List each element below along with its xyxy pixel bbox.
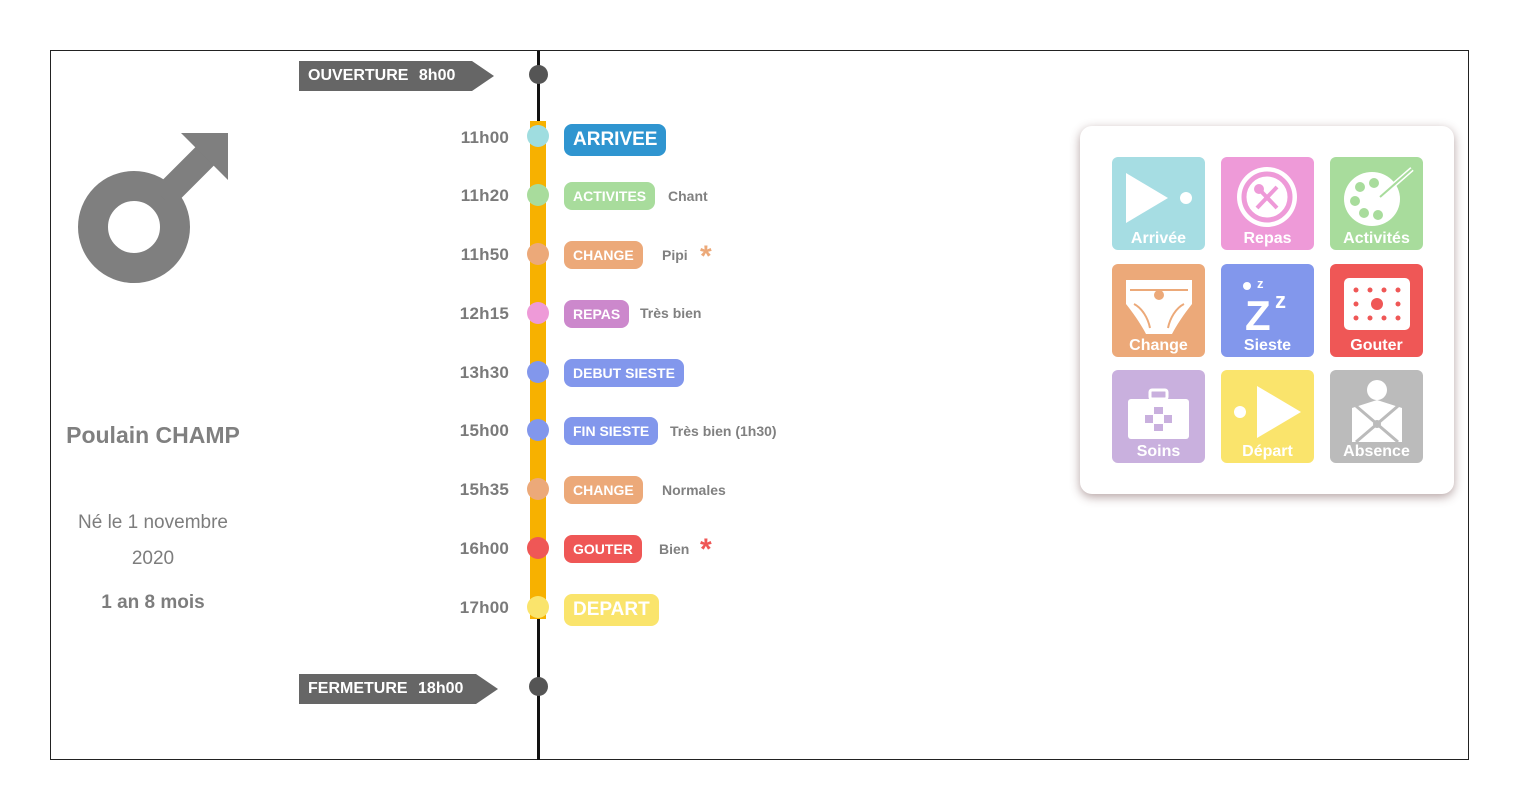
palette-tile-soins[interactable]: Soins (1112, 370, 1205, 463)
event-tag: FIN SIESTE (564, 417, 659, 445)
birth-date-line-1: Né le 1 novembre (78, 512, 228, 533)
tile-label: Soins (1136, 443, 1181, 460)
event-dot (527, 243, 549, 265)
event-dot (527, 361, 549, 383)
flag-asterisk-icon: * (700, 240, 712, 273)
event-tag: DEBUT SIESTE (564, 359, 684, 387)
departure-play-icon (1234, 386, 1301, 438)
event-note: Normales (662, 482, 726, 498)
closing-label: FERMETURE (308, 680, 408, 697)
tile-label: Départ (1242, 443, 1293, 460)
palette-tile-repas[interactable]: Repas (1221, 157, 1314, 250)
tile-label: Activités (1343, 230, 1410, 247)
event-dot (527, 125, 549, 147)
closing-marker: FERMETURE 18h00 (299, 674, 498, 704)
event-dot (527, 419, 549, 441)
tile-label: Arrivée (1130, 230, 1187, 247)
palette-tile-arrivee[interactable]: Arrivée (1112, 157, 1205, 250)
palette-tile-gouter[interactable]: Gouter (1330, 264, 1423, 357)
svg-text:z: z (1257, 276, 1264, 291)
event-time: 11h00 (460, 128, 509, 147)
palette-tile-depart[interactable]: Départ (1221, 370, 1314, 463)
sleep-zzz-icon: z Z z (1243, 276, 1286, 339)
tile-label: Absence (1343, 443, 1410, 460)
event-dot (527, 596, 549, 618)
birth-date-line-2: 2020 (131, 548, 175, 569)
event-tag: REPAS (564, 300, 630, 328)
event-time: 12h15 (459, 304, 509, 323)
tile-label: Sieste (1243, 337, 1292, 354)
first-aid-kit-icon (1128, 388, 1189, 439)
opening-time: 8h00 (418, 67, 456, 84)
event-note: Très bien (1h30) (670, 423, 777, 439)
child-age: 1 an 8 mois (101, 592, 205, 613)
svg-text:Z: Z (1245, 292, 1271, 339)
event-tag: ARRIVEE (564, 124, 667, 156)
opening-dot (529, 65, 548, 84)
event-note: Chant (668, 188, 708, 204)
meal-plate-icon (1237, 167, 1297, 227)
event-time: 17h00 (459, 598, 509, 617)
event-tag: GOUTER (564, 535, 642, 563)
flag-asterisk-icon: * (700, 533, 712, 566)
event-time: 15h00 (459, 421, 509, 440)
closing-time: 18h00 (418, 680, 464, 697)
tile-label: Gouter (1350, 337, 1403, 354)
activity-palette: Arrivée Repas Activités (1080, 126, 1454, 494)
event-note: Bien (659, 541, 690, 557)
absence-person-icon (1352, 380, 1402, 444)
event-note: Très bien (640, 305, 702, 321)
event-time: 11h50 (460, 245, 509, 264)
event-time: 15h35 (459, 480, 509, 499)
event-tag: DEPART (564, 594, 659, 626)
event-time: 13h30 (459, 363, 509, 382)
event-dot (527, 478, 549, 500)
diaper-icon (1126, 280, 1192, 334)
child-name: Poulain CHAMP (66, 422, 240, 448)
paint-palette-icon (1344, 167, 1414, 226)
birth-date: Né le 1 novembre 2020 (60, 505, 246, 577)
event-tag: CHANGE (564, 476, 643, 504)
palette-tile-activites[interactable]: Activités (1330, 157, 1423, 250)
event-note: Pipi (662, 247, 688, 263)
event-dot (527, 302, 549, 324)
event-tag: ACTIVITES (564, 182, 656, 210)
palette-tile-sieste[interactable]: z Z z Sieste (1221, 264, 1314, 357)
opening-label: OUVERTURE (308, 67, 409, 84)
closing-dot (529, 677, 548, 696)
event-time: 16h00 (459, 539, 509, 558)
event-tag: CHANGE (564, 241, 643, 269)
opening-marker: OUVERTURE 8h00 (299, 61, 494, 91)
biscuit-icon (1344, 278, 1410, 330)
tile-label: Change (1129, 337, 1188, 354)
event-time: 11h20 (460, 186, 509, 205)
male-symbol-icon (78, 133, 228, 283)
arrival-play-icon (1126, 173, 1192, 223)
palette-tile-change[interactable]: Change (1112, 264, 1205, 357)
tile-label: Repas (1243, 230, 1292, 247)
svg-text:z: z (1275, 288, 1286, 313)
palette-tile-absence[interactable]: Absence (1330, 370, 1423, 463)
event-dot (527, 184, 549, 206)
event-dot (527, 537, 549, 559)
